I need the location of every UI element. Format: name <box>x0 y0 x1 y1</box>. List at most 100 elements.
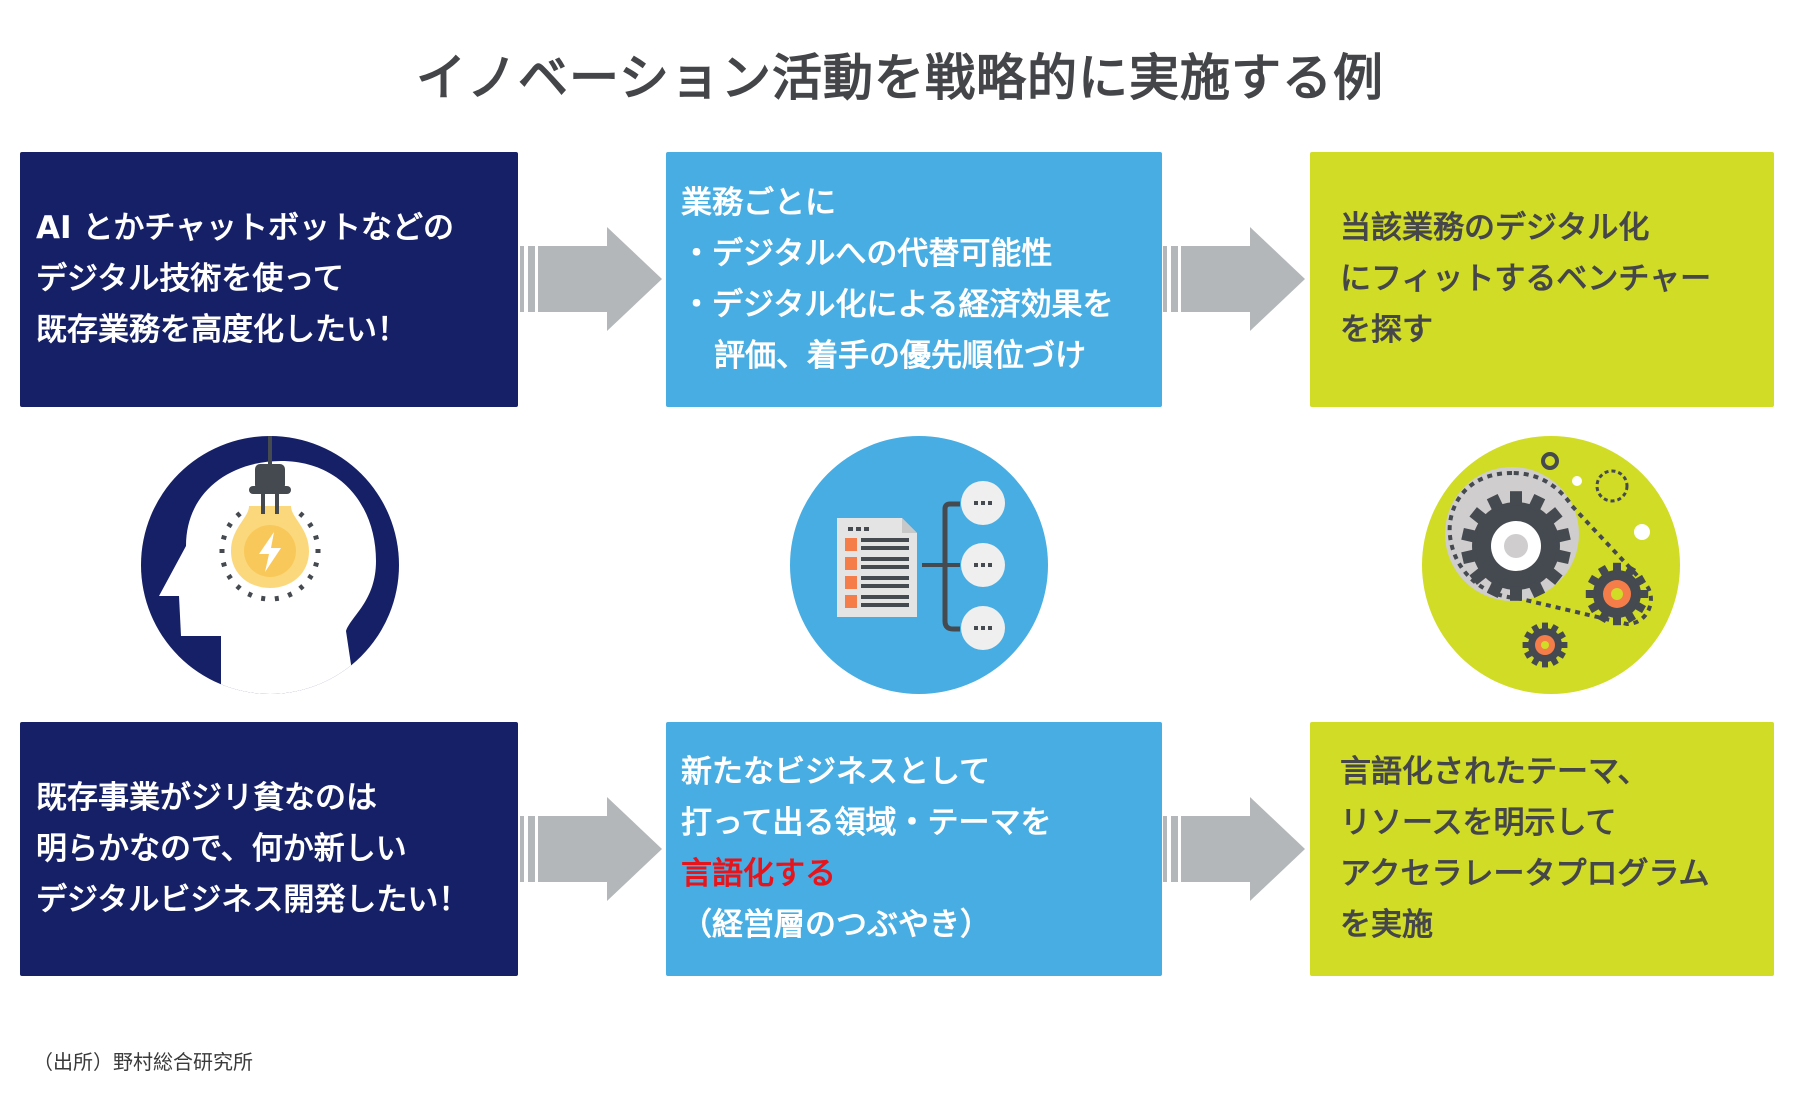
box-text-line: AI とかチャットボットなどの <box>36 210 455 246</box>
gear-tooth <box>1542 660 1548 668</box>
doc-line <box>861 557 909 561</box>
gear-tooth <box>1624 610 1637 624</box>
gear-tooth <box>1528 494 1546 513</box>
document-tree-icon <box>790 436 1048 694</box>
doc-line <box>861 595 909 599</box>
doc-line <box>861 603 909 607</box>
glow-tick <box>247 591 253 598</box>
box-text-line: ・デジタルへの代替可能性 <box>681 235 1053 272</box>
gear-tooth <box>1531 656 1540 666</box>
gear-tooth <box>1531 624 1540 634</box>
box-text-line: を探す <box>1340 312 1433 348</box>
gear-tooth <box>1522 642 1530 648</box>
gear-tooth <box>1638 590 1649 598</box>
doc-line <box>861 546 909 550</box>
gear-tooth <box>1542 622 1548 630</box>
right-arrow-icon <box>520 797 662 901</box>
box-text-line: 既存業務を高度化したい！ <box>36 312 408 348</box>
box-text-line: （経営層のつぶやき） <box>681 907 991 943</box>
glow-tick <box>287 591 293 598</box>
gear-tooth <box>1587 574 1601 587</box>
box-text-line: デジタル技術を使って <box>36 261 344 297</box>
glow-tick <box>307 522 314 529</box>
glow-tick <box>313 561 320 568</box>
box-row1-step2: 業務ごとに ・デジタルへの代替可能性 ・デジタル化による経済効果を 評価、着手の… <box>666 152 1162 407</box>
glow-tick <box>226 573 233 580</box>
gear-tooth <box>1469 507 1489 526</box>
doc-bullet <box>845 557 857 570</box>
gear-tooth <box>1550 624 1559 634</box>
box-text-line: 評価、着手の優先順位づけ <box>714 337 1086 374</box>
gear-tooth <box>1587 601 1601 614</box>
gear-tooth <box>1543 566 1563 585</box>
box-text-line: にフィットするベンチャー <box>1340 261 1712 297</box>
gear-tooth <box>1556 650 1566 659</box>
gear-tooth <box>1554 527 1571 543</box>
right-arrow-icon <box>1163 227 1305 331</box>
box-row2-step1: 既存事業がジリ貧なのは 明らかなので、何か新しい デジタルビジネス開発したい！ <box>20 722 518 976</box>
gear-tooth <box>1486 579 1504 598</box>
gear-tooth <box>1528 579 1546 598</box>
box-row2-step3: 言語化されたテーマ、 リソースを明示して アクセラレータプログラム を実施 <box>1310 722 1774 976</box>
glow-tick <box>235 511 242 518</box>
box-text-line: 業務ごとに <box>681 184 836 221</box>
gear-tooth <box>1613 615 1621 626</box>
head-lightbulb-icon <box>141 436 399 694</box>
document-rows <box>845 538 909 608</box>
glow-tick <box>315 549 321 553</box>
box-text-line: 新たなビジネスとして <box>681 754 991 790</box>
box-text-line: アクセラレータプログラム <box>1340 856 1710 892</box>
gear-tooth <box>1461 527 1478 543</box>
doc-line <box>861 565 909 569</box>
box-text-line: 打って出る領域・テーマを <box>681 805 1052 841</box>
glow-tick <box>298 584 305 591</box>
right-arrow-icon <box>520 227 662 331</box>
gear-tooth <box>1597 564 1610 578</box>
gear-tooth <box>1554 549 1571 565</box>
box-text-line: 当該業務のデジタル化 <box>1340 210 1650 246</box>
diagram-title: イノベーション活動を戦略的に実施する例 <box>416 49 1384 107</box>
box-row2-step2: 新たなビジネスとして 打って出る領域・テーマを 言語化する （経営層のつぶやき） <box>666 722 1162 976</box>
box-text-line: リソースを明示して <box>1340 805 1617 841</box>
gear-tooth <box>1633 574 1647 587</box>
gear-tooth <box>1624 564 1637 578</box>
glow-tick <box>298 511 305 518</box>
glow-tick <box>235 584 242 591</box>
gear-tooth <box>1560 642 1568 648</box>
gears-icon <box>1422 436 1680 694</box>
gear-tooth <box>1556 631 1566 640</box>
doc-line <box>861 576 909 580</box>
box-row1-step1: AI とかチャットボットなどの デジタル技術を使って 既存業務を高度化したい！ <box>20 152 518 407</box>
gear-tooth <box>1524 650 1534 659</box>
gear-tooth <box>1597 610 1610 624</box>
doc-bullet <box>845 576 857 589</box>
right-arrow-icon <box>1163 797 1305 901</box>
box-text-line: 既存事業がジリ貧なのは <box>36 779 377 816</box>
box-text-line: 明らかなので、何か新しい <box>36 830 407 867</box>
source-note: （出所）野村総合研究所 <box>33 1050 253 1074</box>
box-text-line: ・デジタル化による経済効果を <box>681 286 1114 323</box>
gear-tooth <box>1510 586 1522 601</box>
gear-tooth <box>1524 631 1534 640</box>
glow-tick <box>260 595 266 602</box>
gear-tooth <box>1469 566 1489 585</box>
gear-tooth <box>1550 656 1559 666</box>
glow-tick <box>219 549 225 553</box>
glow-tick <box>220 561 227 568</box>
gear-tooth <box>1461 549 1478 565</box>
glow-tick <box>220 534 227 541</box>
gear-tooth <box>1633 601 1647 614</box>
box-text-line: を実施 <box>1340 907 1433 943</box>
gear-tooth <box>1613 562 1621 573</box>
glow-tick <box>226 522 233 529</box>
doc-line <box>861 584 909 588</box>
glow-tick <box>307 573 314 580</box>
glow-tick <box>274 595 280 602</box>
gear-tooth <box>1486 494 1504 513</box>
gear-tooth <box>1510 491 1522 506</box>
box-row1-step3: 当該業務のデジタル化 にフィットするベンチャー を探す <box>1310 152 1774 407</box>
doc-bullet <box>845 538 857 551</box>
highlight-text: 言語化する <box>681 856 836 892</box>
gear-tooth <box>1543 507 1563 526</box>
doc-bullet <box>845 595 857 608</box>
